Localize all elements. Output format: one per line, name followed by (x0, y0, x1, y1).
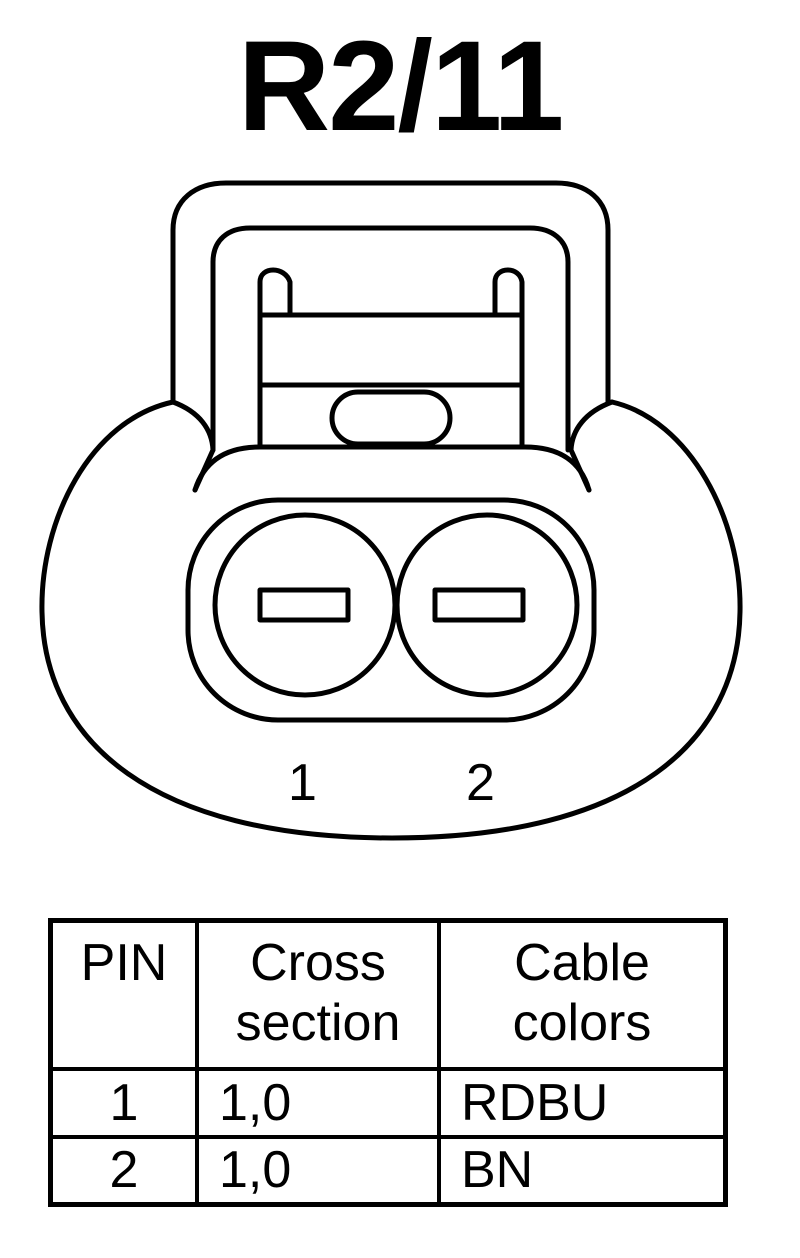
housing-shoulder-right (568, 399, 615, 493)
housing-outline (39, 399, 743, 841)
header-cross-line2: section (235, 994, 401, 1052)
table-row: 1 1,0 RDBU (48, 1066, 728, 1139)
latch-frame-inner (210, 225, 571, 453)
pin-label-2: 2 (466, 754, 495, 812)
latch-tab (257, 267, 525, 448)
pin-cavity-2 (394, 512, 580, 698)
connector-title: R2/11 (237, 15, 565, 158)
contact-slot-1 (257, 587, 351, 623)
cell-cable-color: BN (437, 1134, 728, 1207)
latch-frame-outer (170, 180, 611, 405)
header-cable-line2: colors (512, 994, 652, 1052)
header-cross-line1: Cross (250, 934, 386, 992)
header-pin-label: PIN (80, 934, 168, 992)
header-cable-line1: Cable (514, 934, 650, 992)
header-pin: PIN (48, 918, 199, 1071)
cell-pin: 1 (48, 1066, 199, 1139)
connector-diagram (39, 180, 743, 841)
pin-cavity-1 (212, 512, 398, 698)
mating-face (192, 444, 592, 493)
table-row: 2 1,0 BN (48, 1134, 728, 1207)
cell-pin: 2 (48, 1134, 199, 1207)
cell-cross-section: 1,0 (195, 1066, 441, 1139)
pin-label-1: 1 (288, 754, 317, 812)
latch-slot (329, 389, 453, 447)
contact-slot-2 (432, 587, 526, 623)
pin-cavity-frame (185, 497, 597, 723)
cell-cross-section: 1,0 (195, 1134, 441, 1207)
housing-shoulder-left (170, 399, 216, 493)
cell-cable-color: RDBU (437, 1066, 728, 1139)
